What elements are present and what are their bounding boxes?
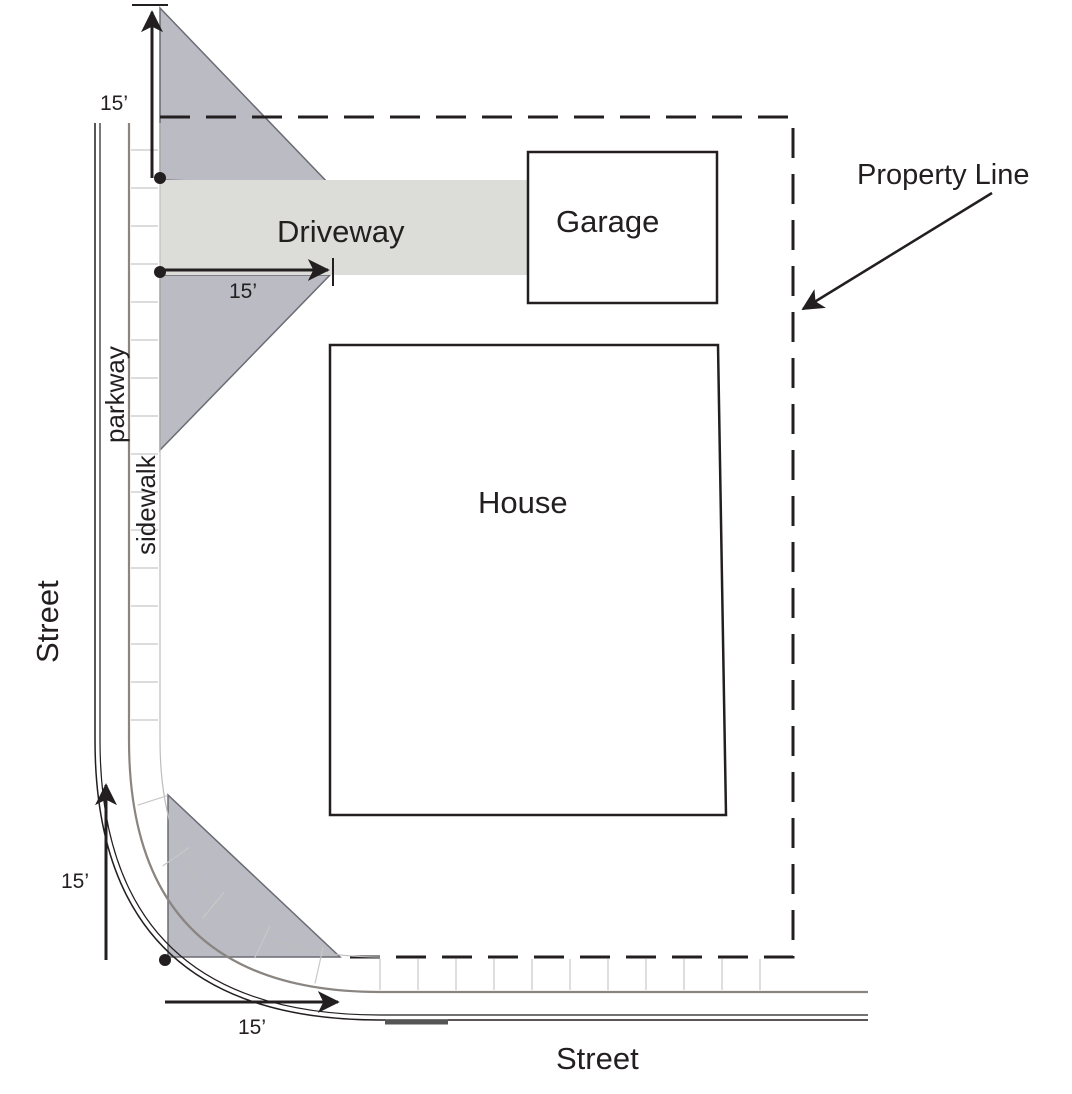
street-bottom-label: Street bbox=[556, 1041, 639, 1076]
house-outline bbox=[328, 343, 728, 817]
garage-outline bbox=[526, 150, 719, 305]
dim-point-top bbox=[154, 172, 166, 184]
property-line-label: Property Line bbox=[857, 159, 1030, 191]
sidewalk-joint bbox=[162, 846, 190, 867]
dim-point-corner bbox=[159, 954, 171, 966]
sidewalk-joint bbox=[137, 795, 168, 806]
sidewalk-joint bbox=[314, 947, 324, 984]
dim-label-corner-vertical: 15’ bbox=[61, 870, 89, 893]
sidewalk-label: sidewalk bbox=[131, 454, 161, 555]
visibility-triangle-corner bbox=[167, 793, 342, 958]
sidewalk-joint bbox=[202, 891, 225, 919]
garage-label: Garage bbox=[556, 204, 659, 239]
dim-label-driveway: 15’ bbox=[229, 280, 257, 303]
sidewalk-joint bbox=[253, 925, 271, 959]
driveway-label: Driveway bbox=[277, 214, 405, 249]
dim-label-corner-horizontal: 15’ bbox=[238, 1016, 266, 1039]
dim-label-top: 15’ bbox=[100, 92, 128, 115]
parkway-label: parkway bbox=[100, 346, 130, 443]
street-left-label: Street bbox=[30, 580, 65, 663]
sidewalk-joints bbox=[131, 149, 761, 990]
house-label: House bbox=[478, 485, 568, 520]
dim-point-driveway bbox=[154, 266, 166, 278]
curb-line bbox=[127, 123, 868, 994]
driveway-area bbox=[160, 180, 528, 275]
visibility-triangle-driveway-top bbox=[159, 6, 332, 186]
property-line-leader bbox=[801, 191, 993, 311]
